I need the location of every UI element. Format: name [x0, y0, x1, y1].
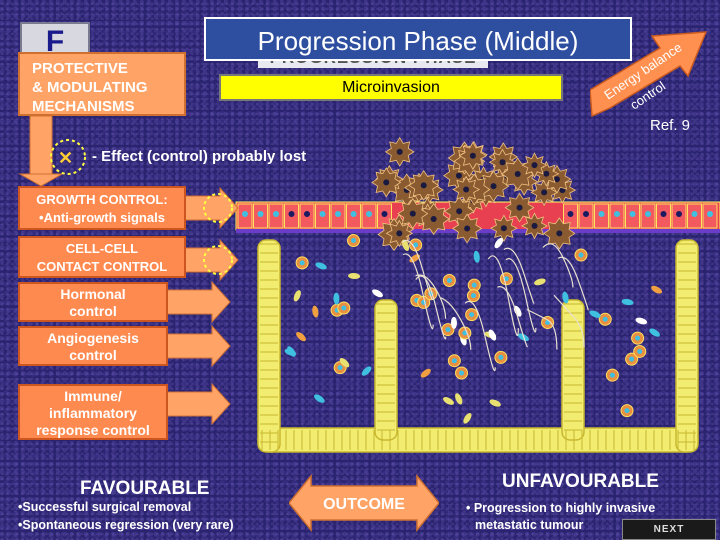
immune-control-line-2: inflammatory — [49, 405, 137, 421]
microinvasion-banner: Microinvasion — [219, 74, 563, 101]
hormonal-control-box: Hormonal control — [18, 282, 168, 322]
favourable-title: FAVOURABLE — [80, 478, 210, 499]
protective-mechanisms-box: PROTECTIVE & MODULATING MECHANISMS — [18, 52, 186, 116]
outcome-label: OUTCOME — [323, 496, 405, 513]
angiogenesis-control-box: Angiogenesis control — [18, 326, 168, 366]
protective-arrow-head — [18, 173, 64, 187]
unfavourable-item-1: • Progression to highly invasive — [466, 501, 656, 515]
favourable-item-1: •Successful surgical removal — [18, 500, 192, 514]
angiogenesis-control-line-2: control — [69, 347, 117, 363]
page-title: Progression Phase (Middle) — [204, 17, 632, 61]
outcome-arrow: OUTCOME — [289, 473, 439, 533]
heading-line-2: & MODULATING — [32, 79, 148, 96]
energy-balance-arrow: Energy balance control — [590, 31, 708, 118]
stromal-cells — [284, 234, 663, 424]
heading-line-1: PROTECTIVE — [32, 60, 128, 77]
contact-control-line-2: CONTACT CONTROL — [36, 259, 168, 274]
contact-control-box: CELL-CELL CONTACT CONTROL — [18, 236, 186, 278]
growth-control-box: GROWTH CONTROL: •Anti-growth signals — [18, 186, 186, 230]
reference-label: Ref. 9 — [650, 117, 691, 134]
tumour-cells — [371, 136, 577, 252]
unfavourable-title: UNFAVOURABLE — [502, 471, 659, 492]
unfavourable-item-2: metastatic tumour — [475, 518, 584, 532]
growth-control-line-2: •Anti-growth signals — [39, 210, 165, 225]
vessel-texture — [260, 243, 696, 450]
hormonal-control-line-1: Hormonal — [60, 286, 126, 302]
lost-effect-legend-icon: ✕ — [50, 139, 86, 175]
epithelium-cells — [237, 203, 718, 229]
blood-vessels — [257, 239, 699, 453]
immune-control-line-1: Immune/ — [64, 388, 122, 404]
legend-text: - Effect (control) probably lost — [92, 148, 307, 165]
contact-control-line-1: CELL-CELL — [65, 241, 139, 256]
next-button[interactable]: NEXT — [622, 519, 716, 540]
heading-line-3: MECHANISMS — [32, 98, 135, 115]
growth-control-line-1: GROWTH CONTROL: — [36, 192, 168, 207]
hormonal-control-line-2: control — [69, 303, 117, 319]
immune-control-line-3: response control — [36, 422, 150, 438]
protective-arrow-stem — [29, 115, 53, 177]
favourable-item-2: •Spontaneous regression (very rare) — [18, 518, 234, 532]
svg-text:✕: ✕ — [58, 148, 73, 168]
immune-control-box: Immune/ inflammatory response control — [18, 384, 168, 440]
angiogenesis-control-line-1: Angiogenesis — [47, 330, 139, 346]
